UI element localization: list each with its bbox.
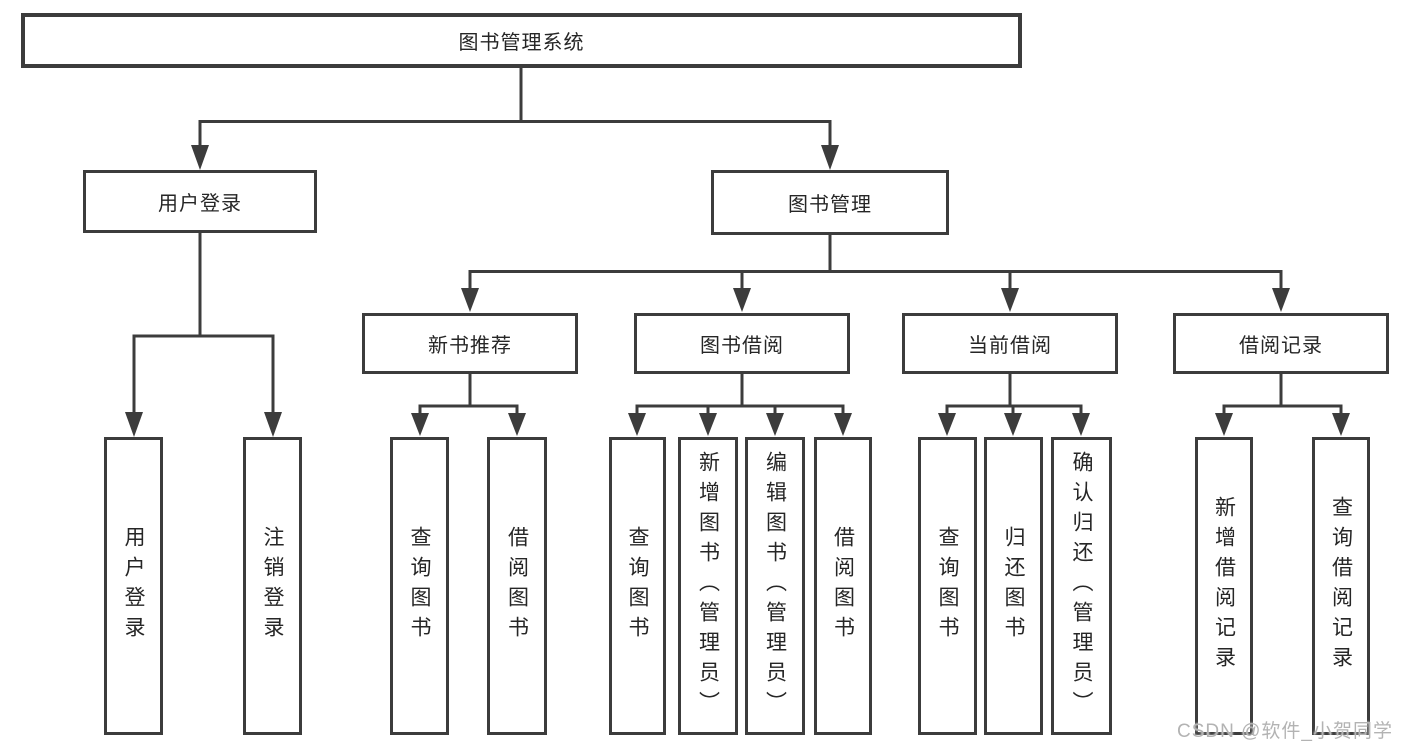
leaf-label: 查询图书 [408,526,431,646]
leaf-label: 归还图书 [1002,526,1025,646]
leaf-borrow-books: 借阅图书 [814,437,872,735]
leaf-borrow-books-recommend: 借阅图书 [487,437,547,735]
leaf-edit-book-admin: 编辑图书（管理员） [745,437,805,735]
csdn-watermark: CSDN @软件_小贺同学 [1177,721,1393,742]
leaf-confirm-return-admin: 确认归还（管理员） [1051,437,1112,735]
leaf-label: 编辑图书（管理员） [763,451,787,721]
leaf-label: 注销登录 [261,526,284,646]
leaf-label: 查询图书 [626,526,649,646]
leaf-return-book: 归还图书 [984,437,1043,735]
leaf-label: 借阅图书 [505,526,529,646]
node-user-login-branch: 用户登录 [83,170,317,233]
leaf-query-books-borrow: 查询图书 [609,437,666,735]
node-borrow-record: 借阅记录 [1173,313,1389,374]
leaf-label: 查询借阅记录 [1329,496,1353,676]
leaf-label: 借阅图书 [831,526,855,646]
leaf-logout: 注销登录 [243,437,302,735]
leaf-label: 用户登录 [122,526,145,646]
arrowheads [125,145,1350,437]
leaf-query-books-current: 查询图书 [918,437,977,735]
leaf-label: 新增借阅记录 [1212,496,1236,676]
node-new-book-recommend: 新书推荐 [362,313,578,374]
node-book-borrow: 图书借阅 [634,313,850,374]
leaf-user-login: 用户登录 [104,437,163,735]
node-root-system: 图书管理系统 [21,13,1022,68]
node-current-borrow: 当前借阅 [902,313,1118,374]
leaf-add-borrow-record: 新增借阅记录 [1195,437,1253,735]
leaf-label: 确认归还（管理员） [1070,451,1093,721]
leaf-add-book-admin: 新增图书（管理员） [678,437,738,735]
leaf-query-borrow-record: 查询借阅记录 [1312,437,1370,735]
leaf-query-books-recommend: 查询图书 [390,437,449,735]
leaf-label: 查询图书 [936,526,959,646]
node-book-management-branch: 图书管理 [711,170,949,235]
leaf-label: 新增图书（管理员） [696,451,720,721]
